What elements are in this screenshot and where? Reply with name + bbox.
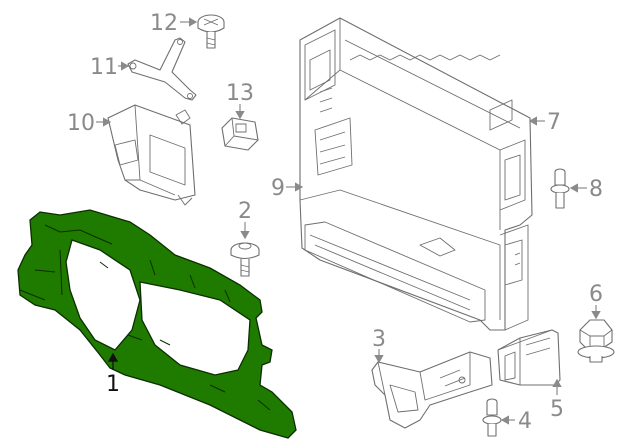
callout-3: 3 bbox=[372, 327, 386, 352]
bracket-11 bbox=[127, 37, 197, 101]
callout-11: 11 bbox=[90, 55, 118, 80]
clip-13 bbox=[221, 117, 259, 151]
highlighted-part-1 bbox=[17, 209, 297, 439]
callout-5: 5 bbox=[550, 397, 564, 422]
screw-12 bbox=[197, 14, 225, 49]
callout-9: 9 bbox=[271, 176, 285, 201]
air-duct-3 bbox=[371, 351, 493, 429]
callout-8: 8 bbox=[589, 177, 603, 202]
nut-6 bbox=[577, 319, 615, 363]
callout-4: 4 bbox=[518, 409, 532, 434]
screw-4 bbox=[482, 398, 502, 437]
air-guide-10 bbox=[107, 104, 196, 206]
screw-2 bbox=[230, 242, 260, 277]
radiator-support-frame bbox=[299, 17, 533, 331]
callout-1: 1 bbox=[106, 372, 120, 397]
callout-7: 7 bbox=[547, 110, 561, 135]
callout-2: 2 bbox=[238, 199, 252, 224]
leader-lines bbox=[96, 17, 601, 425]
callout-12: 12 bbox=[150, 11, 178, 36]
bracket-5 bbox=[497, 329, 561, 386]
screw-8 bbox=[550, 168, 570, 209]
callout-13: 13 bbox=[226, 81, 254, 106]
callout-6: 6 bbox=[589, 282, 603, 307]
callout-10: 10 bbox=[67, 111, 95, 136]
callout-labels: 12 11 10 13 2 9 7 8 6 3 5 4 1 bbox=[67, 11, 603, 434]
